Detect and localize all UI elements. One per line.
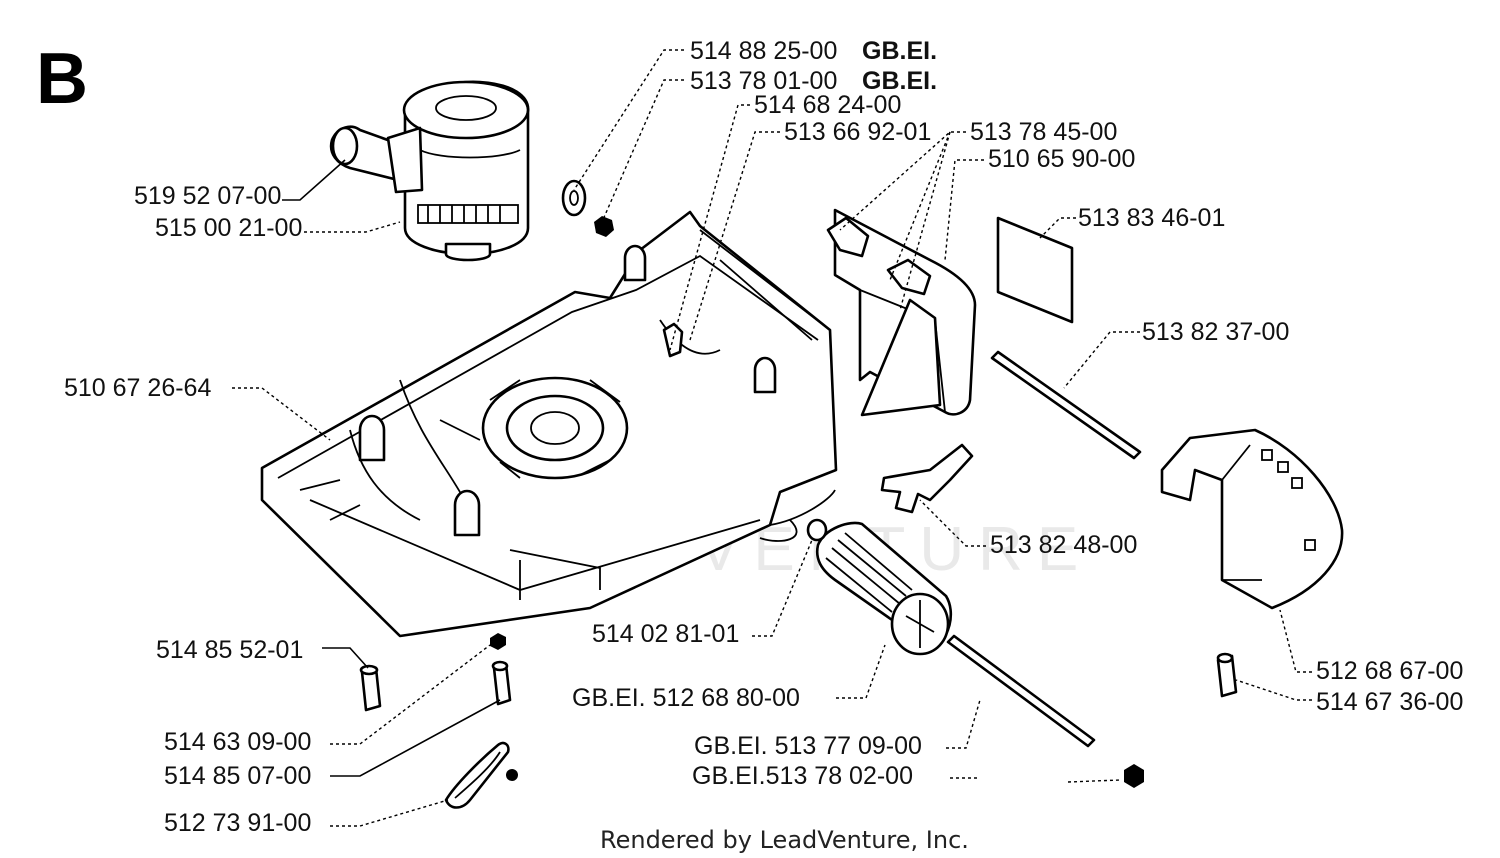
nut-513-78-01-00 <box>594 216 614 237</box>
screw-514-85-07-00 <box>491 660 512 706</box>
label-514-02-81-01: 514 02 81-01 <box>592 620 739 648</box>
label-513-82-48-00: 513 82 48-00 <box>990 531 1137 559</box>
washer-514-88-25-00 <box>561 179 587 217</box>
label-519-52-07-00: 519 52 07-00 <box>134 182 281 210</box>
clip-513-82-48-00 <box>880 443 974 514</box>
label-514-68-24-00: 514 68 24-00 <box>754 91 901 119</box>
decal-513-83-46-01 <box>996 216 1074 324</box>
guard-512-68-67-00 <box>1160 428 1344 610</box>
section-letter: B <box>36 39 88 119</box>
label-510-67-26-64: 510 67 26-64 <box>64 374 211 402</box>
rod-513-82-37-00 <box>990 350 1142 460</box>
label-514-85-07-00: 514 85 07-00 <box>164 762 311 790</box>
label-514-88-25-00: 514 88 25-00 <box>690 37 837 65</box>
cover-plate <box>826 208 977 417</box>
label-513-77-09-00: GB.EI. 513 77 09-00 <box>694 732 922 760</box>
screw-514-67-36-00 <box>1216 652 1238 698</box>
label-514-67-36-00: 514 67 36-00 <box>1316 688 1463 716</box>
roller-512-68-80-00 <box>815 521 953 656</box>
label-513-78-02-00: GB.EI.513 78 02-00 <box>692 762 913 790</box>
motor-assembly <box>329 80 530 262</box>
label-512-73-91-00: 512 73 91-00 <box>164 809 311 837</box>
label-513-78-01-00: 513 78 01-00 <box>690 67 837 95</box>
label-514-63-09-00: 514 63 09-00 <box>164 728 311 756</box>
nut-514-63-09-00 <box>490 633 506 650</box>
label-513-83-46-01: 513 83 46-01 <box>1078 204 1225 232</box>
label-515-00-21-00: 515 00 21-00 <box>155 214 302 242</box>
label-513-78-45-00: 513 78 45-00 <box>970 118 1117 146</box>
deck-housing <box>260 210 838 638</box>
label-510-65-90-00: 510 65 90-00 <box>988 145 1135 173</box>
leader-lines <box>232 49 1312 827</box>
render-credit: Rendered by LeadVenture, Inc. <box>600 826 969 854</box>
spring-clip-512-73-91-00 <box>444 741 518 809</box>
label-513-66-92-01: 513 66 92-01 <box>784 118 931 146</box>
label-514-88-25-00-suffix: GB.EI. <box>862 37 937 65</box>
label-513-82-37-00: 513 82 37-00 <box>1142 318 1289 346</box>
label-512-68-67-00: 512 68 67-00 <box>1316 657 1463 685</box>
label-514-85-52-01: 514 85 52-01 <box>156 636 303 664</box>
axle-513-77-09-00 <box>946 634 1096 748</box>
nut-513-78-02-00 <box>1124 764 1144 788</box>
spacer-514-02-81-01 <box>806 518 828 542</box>
label-513-78-01-00-suffix: GB.EI. <box>862 67 937 95</box>
screw-514-85-52-01 <box>359 664 382 712</box>
label-512-68-80-00: GB.EI. 512 68 80-00 <box>572 684 800 712</box>
